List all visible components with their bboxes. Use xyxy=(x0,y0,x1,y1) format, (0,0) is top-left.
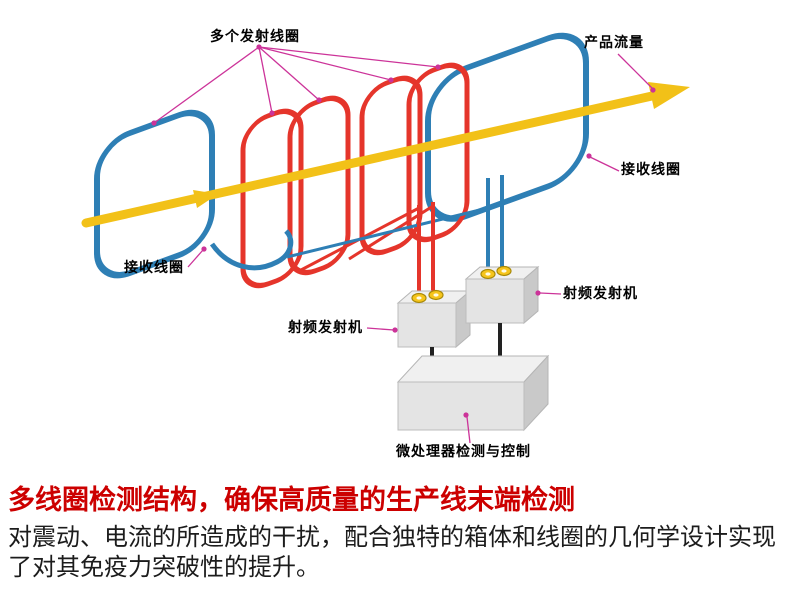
label-receive-coil-right: 接收线圈 xyxy=(621,162,681,178)
label-microprocessor: 微处理器检测与控制 xyxy=(396,444,531,460)
flow-arrow-chevron xyxy=(193,190,218,208)
label-receive-coil-left: 接收线圈 xyxy=(124,260,184,276)
label-rf-transmitter-right: 射频发射机 xyxy=(563,286,638,302)
caption-heading: 多线圈检测结构，确保高质量的生产线末端检测 xyxy=(8,485,575,516)
label-product-flow: 产品流量 xyxy=(584,35,644,51)
rf-transmitter-box-left xyxy=(396,289,472,349)
receive-coil-right xyxy=(425,32,589,222)
coil-detector-diagram xyxy=(81,32,690,444)
microprocessor-box xyxy=(396,354,550,432)
caption-body: 对震动、电流的所造成的干扰，配合独特的箱体和线圈的几何学设计实现 了对其免疫力突… xyxy=(8,522,792,582)
receive-coil-return-wire xyxy=(209,229,294,271)
label-rf-transmitter-left: 射频发射机 xyxy=(288,320,363,336)
flow-arrow-head xyxy=(648,82,690,109)
rf-transmitter-box-right xyxy=(464,265,540,325)
caption-body-line2: 了对其免疫力突破性的提升。 xyxy=(8,553,320,581)
receive-wire xyxy=(286,206,489,259)
label-multi-transmit-coils: 多个发射线圈 xyxy=(210,29,300,45)
flow-arrow xyxy=(81,82,690,228)
caption-body-line1: 对震动、电流的所造成的干扰，配合独特的箱体和线圈的几何学设计实现 xyxy=(8,523,776,551)
pointer-lines xyxy=(151,44,656,444)
